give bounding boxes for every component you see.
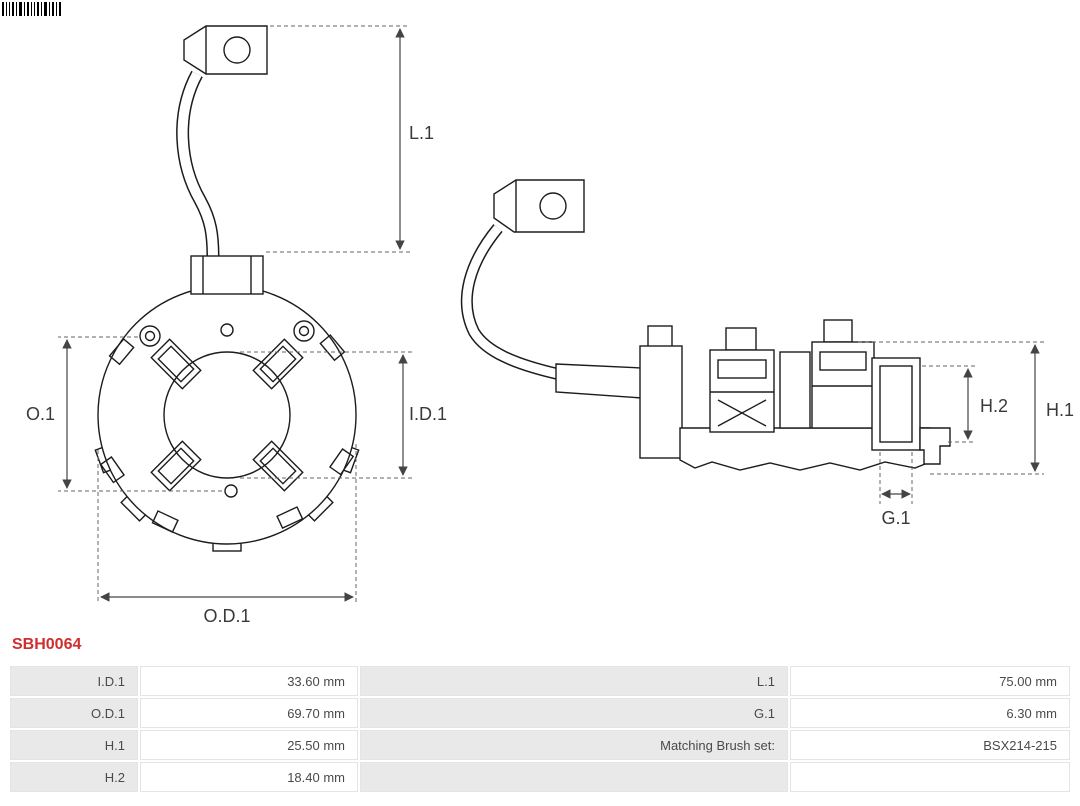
lead-block: [190, 255, 264, 295]
spec-value: 18.40 mm: [140, 762, 358, 792]
spec-label: H.1: [10, 730, 138, 760]
dim-label-h2: H.2: [980, 396, 1008, 416]
spec-value: 69.70 mm: [140, 698, 358, 728]
spec-value: 33.60 mm: [140, 666, 358, 696]
barcode: [2, 2, 61, 16]
side-left-bracket: [639, 325, 683, 459]
front-connector-tab: [183, 25, 268, 75]
spec-value: [790, 762, 1070, 792]
spec-label: Matching Brush set:: [360, 730, 788, 760]
dim-label-g1: G.1: [881, 508, 910, 528]
spec-value: 25.50 mm: [140, 730, 358, 760]
side-view-drawing: [460, 179, 951, 471]
technical-drawing: L.1 O.1 I.D.1 O.D.1: [2, 2, 1074, 626]
front-view-drawing: [94, 25, 360, 552]
spec-label: H.2: [10, 762, 138, 792]
brush-holder-plate: [97, 285, 357, 545]
spec-value: 75.00 mm: [790, 666, 1070, 696]
dim-label-id1: I.D.1: [409, 404, 447, 424]
brush-boxes: [150, 338, 304, 492]
spec-table: I.D.1 33.60 mm L.1 75.00 mm O.D.1 69.70 …: [10, 666, 1070, 794]
spec-label: O.D.1: [10, 698, 138, 728]
dim-label-o1: O.1: [26, 404, 55, 424]
spec-value: 6.30 mm: [790, 698, 1070, 728]
table-row: I.D.1 33.60 mm L.1 75.00 mm: [10, 666, 1070, 696]
front-view-dimensions: L.1 O.1 I.D.1 O.D.1: [26, 25, 447, 626]
spec-value: BSX214-215: [790, 730, 1070, 760]
table-row: H.2 18.40 mm: [10, 762, 1070, 792]
table-row: H.1 25.50 mm Matching Brush set: BSX214-…: [10, 730, 1070, 760]
dim-label-h1: H.1: [1046, 400, 1074, 420]
dim-label-od1: O.D.1: [203, 606, 250, 626]
inner-diameter-circle: [163, 351, 291, 479]
spec-label: [360, 762, 788, 792]
side-contact-block: [871, 357, 921, 451]
plate-cutouts: [99, 334, 355, 534]
spec-label: G.1: [360, 698, 788, 728]
side-view-dimensions: H.2 H.1 G.1: [858, 341, 1074, 528]
spec-label: L.1: [360, 666, 788, 696]
side-connector-tab: [493, 179, 585, 233]
spec-label: I.D.1: [10, 666, 138, 696]
rivets-and-holes: [139, 320, 315, 498]
table-row: O.D.1 69.70 mm G.1 6.30 mm: [10, 698, 1070, 728]
dim-label-l1: L.1: [409, 123, 434, 143]
side-brush-boxes: [709, 319, 875, 433]
side-foot: [919, 427, 951, 465]
part-code: SBH0064: [12, 636, 82, 653]
